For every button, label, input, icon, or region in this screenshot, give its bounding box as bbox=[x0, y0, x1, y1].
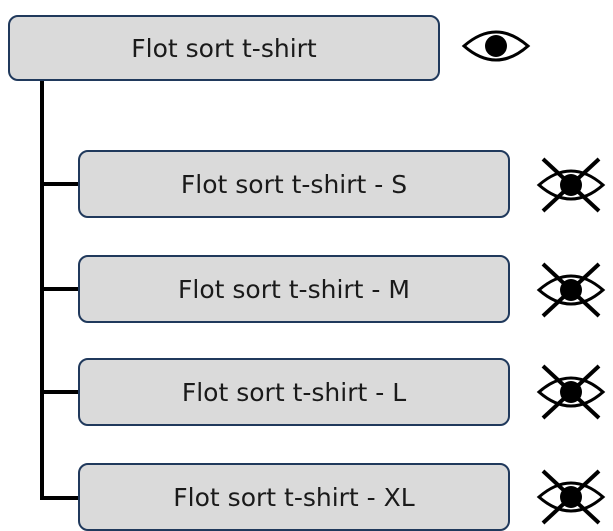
parent-product-label: Flot sort t-shirt bbox=[131, 33, 317, 63]
branch-line-s bbox=[40, 182, 80, 186]
parent-product-box[interactable]: Flot sort t-shirt bbox=[8, 15, 440, 81]
variant-box-s[interactable]: Flot sort t-shirt - S bbox=[78, 150, 510, 218]
branch-line-l bbox=[40, 390, 80, 394]
eye-crossed-icon[interactable] bbox=[535, 362, 607, 422]
variant-label: Flot sort t-shirt - XL bbox=[173, 482, 415, 512]
variant-box-xl[interactable]: Flot sort t-shirt - XL bbox=[78, 463, 510, 531]
variant-label: Flot sort t-shirt - S bbox=[180, 169, 408, 199]
eye-crossed-icon[interactable] bbox=[535, 467, 607, 527]
branch-line-xl bbox=[40, 496, 80, 500]
variant-box-l[interactable]: Flot sort t-shirt - L bbox=[78, 358, 510, 426]
eye-crossed-icon[interactable] bbox=[535, 155, 607, 215]
variant-label: Flot sort t-shirt - M bbox=[178, 274, 410, 304]
eye-icon[interactable] bbox=[460, 24, 532, 68]
branch-line-m bbox=[40, 287, 80, 291]
variant-label: Flot sort t-shirt - L bbox=[181, 377, 407, 407]
eye-crossed-icon[interactable] bbox=[535, 260, 607, 320]
variant-box-m[interactable]: Flot sort t-shirt - M bbox=[78, 255, 510, 323]
